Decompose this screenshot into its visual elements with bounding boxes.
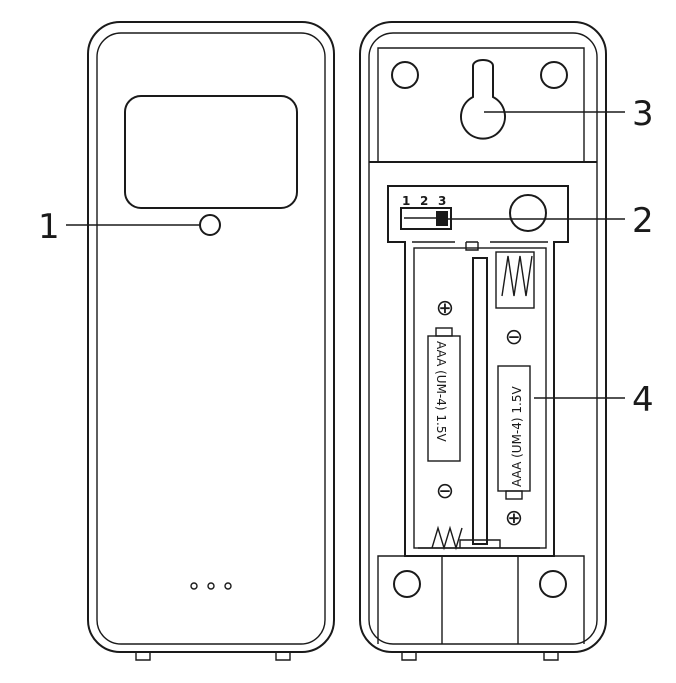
back-left-foot: [401, 652, 417, 661]
bottom-panel: [377, 555, 585, 644]
hanger-panel: [377, 47, 585, 162]
battery-left-label: AAA (UM-4) 1.5V: [434, 341, 448, 442]
switch-label-2: 2: [420, 194, 428, 208]
reset-button[interactable]: [509, 194, 547, 232]
front-view: [87, 21, 335, 661]
callouts: 1 2 3 4: [38, 94, 654, 420]
bottom-clips: [418, 539, 540, 549]
front-right-foot: [275, 652, 291, 661]
battery-right-spring-icon: [501, 255, 533, 297]
battery-left-minus-icon: ⊖: [436, 479, 454, 504]
battery-right-spring-box: [495, 251, 535, 309]
led-indicator-icon: [199, 214, 221, 236]
center-divider: [472, 257, 488, 545]
top-clips: [412, 241, 548, 251]
switch-label-1: 1: [402, 194, 410, 208]
back-view: 1 2 3 ⊕ ⊖ AAA (UM-4) 1.5V ⊖ ⊕ AAA (UM-4)…: [359, 21, 607, 661]
battery-left-plus-icon: ⊕: [436, 296, 454, 321]
vent-hole-3: [224, 582, 232, 590]
front-outer-shell: [87, 21, 335, 653]
battery-left-tip: [435, 327, 453, 337]
back-inner-shell: [368, 32, 598, 645]
top-right-screw-icon: [540, 61, 568, 89]
top-left-screw-icon: [391, 61, 419, 89]
bottom-right-screw-icon: [539, 570, 567, 598]
callout-2-number: 2: [632, 201, 654, 241]
keyhole-slot-icon: [460, 59, 506, 140]
vent-hole-2: [207, 582, 215, 590]
battery-right-plus-icon: ⊕: [505, 506, 523, 531]
bottom-left-screw-icon: [393, 570, 421, 598]
display-window: [124, 95, 298, 209]
vent-hole-1: [190, 582, 198, 590]
callout-4-number: 4: [632, 380, 654, 420]
back-right-foot: [543, 652, 559, 661]
battery-left-spring-icon: [431, 525, 463, 551]
switch-label-3: 3: [438, 194, 446, 208]
callout-1-number: 1: [38, 207, 60, 247]
battery-right-minus-icon: ⊖: [505, 325, 523, 350]
battery-right-tip: [505, 490, 523, 500]
front-inner-shell: [96, 32, 326, 645]
callout-3-number: 3: [632, 94, 654, 134]
back-outer-shell: [359, 21, 607, 653]
battery-right-label: AAA (UM-4) 1.5V: [510, 386, 524, 487]
front-left-foot: [135, 652, 151, 661]
